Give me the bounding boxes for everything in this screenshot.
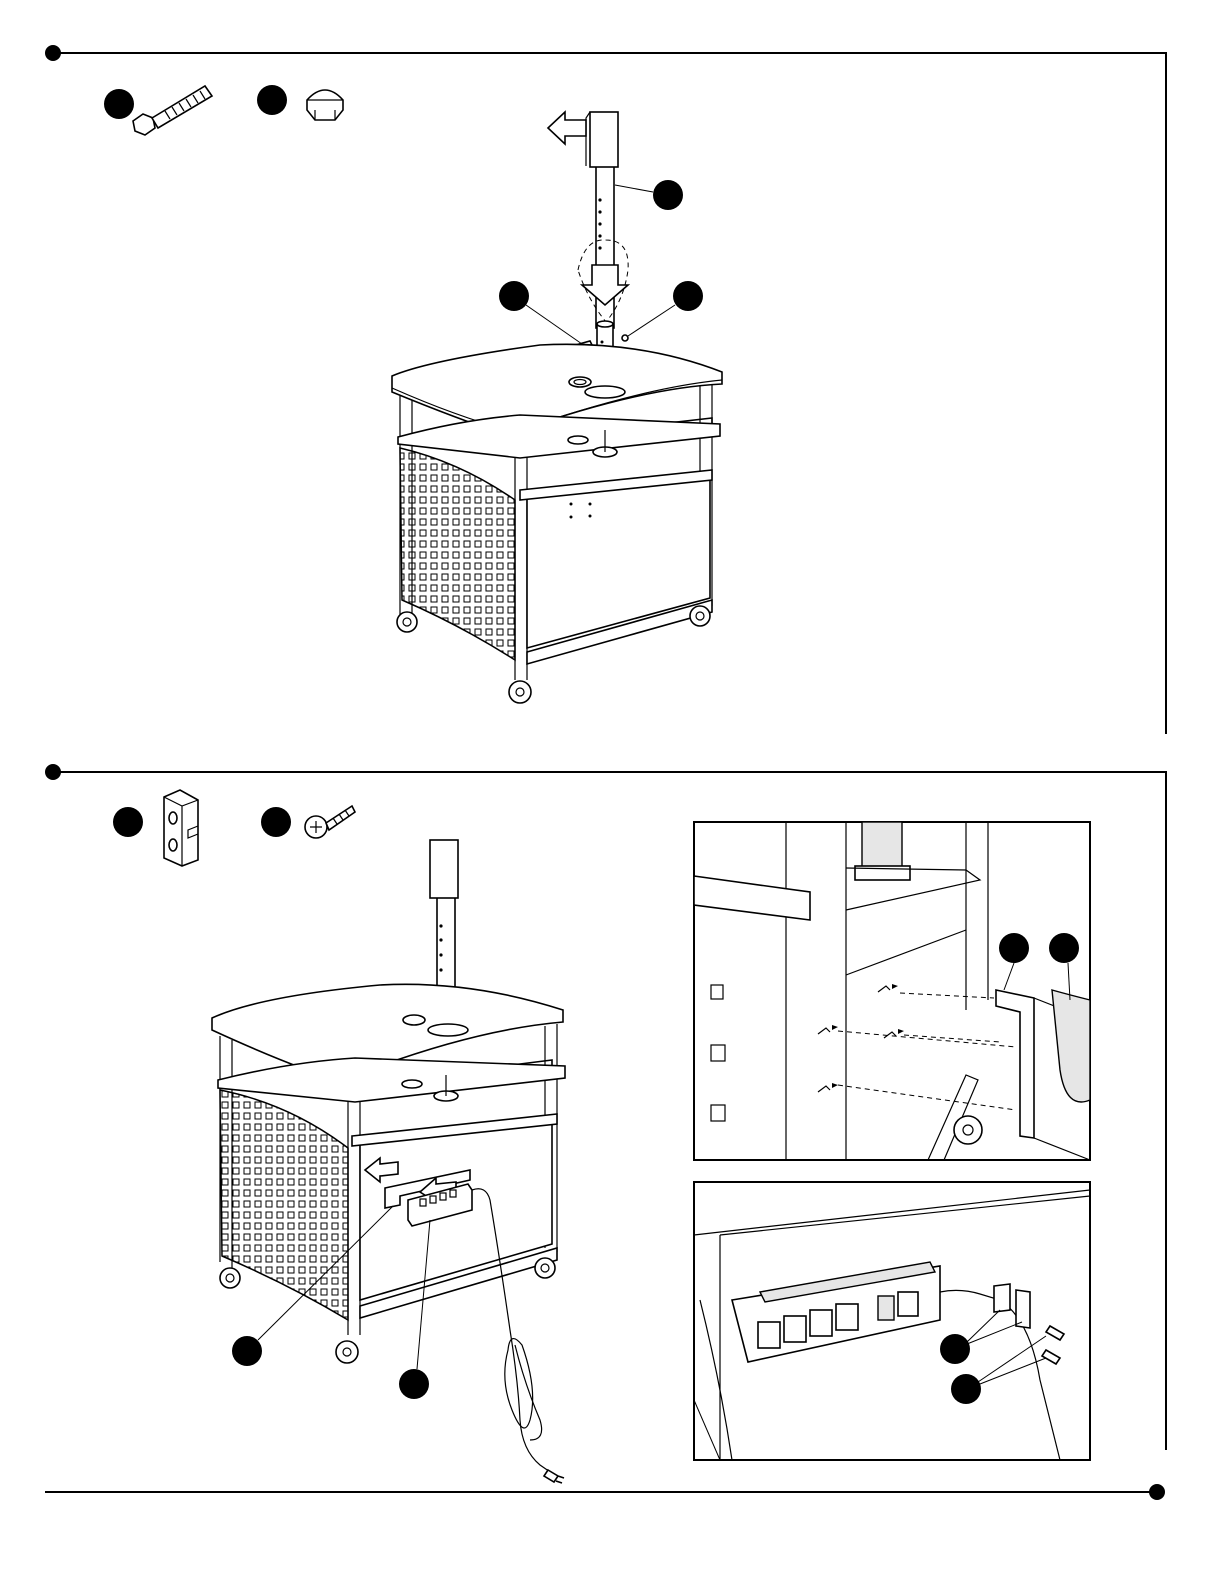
callout-marker (261, 807, 291, 837)
step-2-hardware (113, 790, 355, 866)
cabinet-back-panel (527, 476, 710, 648)
perforated-side-panel (400, 448, 515, 660)
caster-wheel (535, 1258, 555, 1278)
perforated-side-panel (220, 1090, 348, 1320)
callout-marker (399, 1369, 429, 1399)
callout-marker (232, 1336, 262, 1366)
step-2-cart (212, 840, 565, 1483)
pole-bracket (430, 840, 458, 898)
step-1-hardware (104, 85, 343, 135)
switch-icon (878, 1296, 894, 1320)
outlet-icon (758, 1322, 780, 1348)
caster-wheel (690, 606, 710, 626)
callout-marker (1049, 933, 1079, 963)
outlet-icon (810, 1310, 832, 1336)
callout-marker (940, 1334, 970, 1364)
callout-marker (113, 807, 143, 837)
mounting-bracket (1016, 1290, 1030, 1328)
plug-icon (544, 1470, 564, 1483)
callout-marker (653, 180, 683, 210)
phillips-screw-icon (305, 806, 355, 838)
down-arrow-icon (582, 265, 628, 305)
cap-nut-icon (622, 335, 628, 341)
caster-wheel (336, 1341, 358, 1363)
bottom-rule (45, 1484, 1165, 1500)
step-1-cart (392, 344, 722, 703)
cart-middle-shelf (398, 415, 720, 458)
caster-wheel (220, 1268, 240, 1288)
hex-bolt-icon (133, 86, 212, 135)
caster-wheel (397, 612, 417, 632)
left-arrow-icon (548, 112, 586, 144)
end-bullet (1149, 1484, 1165, 1500)
callout-marker (673, 281, 703, 311)
pole-base-plate (428, 1024, 468, 1036)
mounting-bracket (994, 1284, 1010, 1312)
callout-marker (999, 933, 1029, 963)
breaker-icon (898, 1292, 918, 1316)
pole-base-plate (585, 386, 625, 398)
callout-marker (104, 89, 134, 119)
detail-view-power-strip (694, 1182, 1090, 1460)
outlet-icon (784, 1316, 806, 1342)
callout-marker (951, 1374, 981, 1404)
outlet-icon (836, 1304, 858, 1330)
cap-nut-icon (307, 90, 343, 120)
detail-view-bracket (694, 822, 1090, 1160)
bracket-block-icon (164, 790, 198, 866)
callout-marker (257, 85, 287, 115)
callout-marker (499, 281, 529, 311)
caster-wheel (509, 681, 531, 703)
pole-bracket (590, 112, 618, 167)
